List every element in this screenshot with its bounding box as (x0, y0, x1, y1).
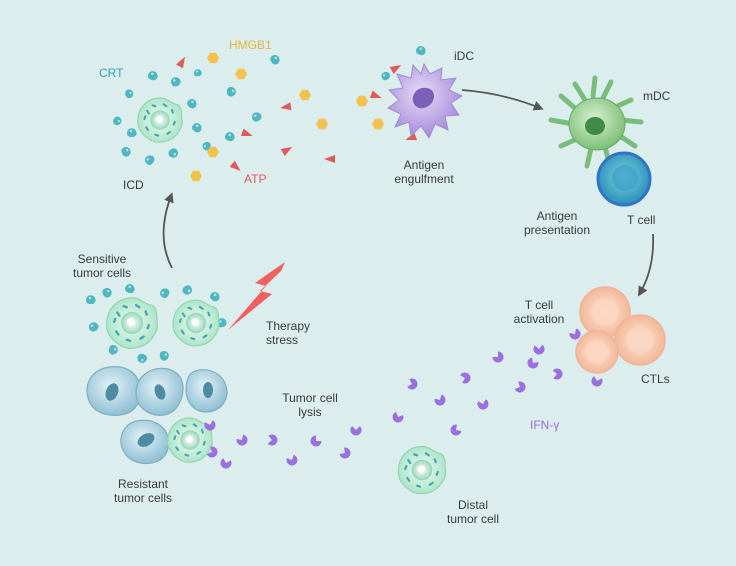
therapy-stress-line-2: stress (266, 333, 299, 347)
ctls-label: CTLs (641, 372, 670, 386)
tumor-cell-lysis-line-1: Tumor cell (282, 391, 338, 405)
distal-tumor-cell-line-1: Distal (457, 498, 488, 512)
antigen-engulfment-line-1: Antigen (403, 158, 445, 172)
therapy-stress-line-1: Therapy (266, 319, 311, 333)
antigen-presentation-line-1: Antigen (536, 209, 578, 223)
antigen-presentation-label: Antigen presentation (517, 209, 597, 237)
t-cell-activation-label: T cell activation (504, 298, 574, 326)
distal-tumor-cell-line-2: tumor cell (446, 512, 499, 526)
idc-label: iDC (454, 49, 474, 63)
resistant-tumor-cells-label: Resistant tumor cells (103, 477, 183, 505)
therapy-stress-label: Therapy stress (266, 319, 310, 347)
t-cell-label: T cell (627, 213, 656, 227)
distal-tumor-cell-label: Distal tumor cell (433, 498, 513, 526)
hmgb1-label: HMGB1 (229, 38, 272, 52)
crt-label: CRT (99, 66, 124, 80)
t-cell-activation-line-2: activation (513, 312, 565, 326)
resistant-tumor-cells-line-1: Resistant (117, 477, 169, 491)
t-cell-activation-line-1: T cell (524, 298, 554, 312)
ifn-gamma-label: IFN-γ (530, 418, 560, 432)
sensitive-tumor-cells-line-2: tumor cells (72, 266, 131, 280)
antigen-engulfment-label: Antigen engulfment (384, 158, 464, 186)
resistant-tumor-cells-line-2: tumor cells (113, 491, 172, 505)
antigen-presentation-line-2: presentation (523, 223, 591, 237)
mdc-label: mDC (643, 89, 671, 103)
antigen-engulfment-line-2: engulfment (394, 172, 454, 186)
icd-label: ICD (123, 178, 144, 192)
tumor-cell-lysis-line-2: lysis (298, 405, 322, 419)
tumor-cell-lysis-label: Tumor cell lysis (275, 391, 345, 419)
atp-label: ATP (244, 172, 267, 186)
sensitive-tumor-cells-line-1: Sensitive (77, 252, 127, 266)
sensitive-tumor-cells-label: Sensitive tumor cells (62, 252, 142, 280)
